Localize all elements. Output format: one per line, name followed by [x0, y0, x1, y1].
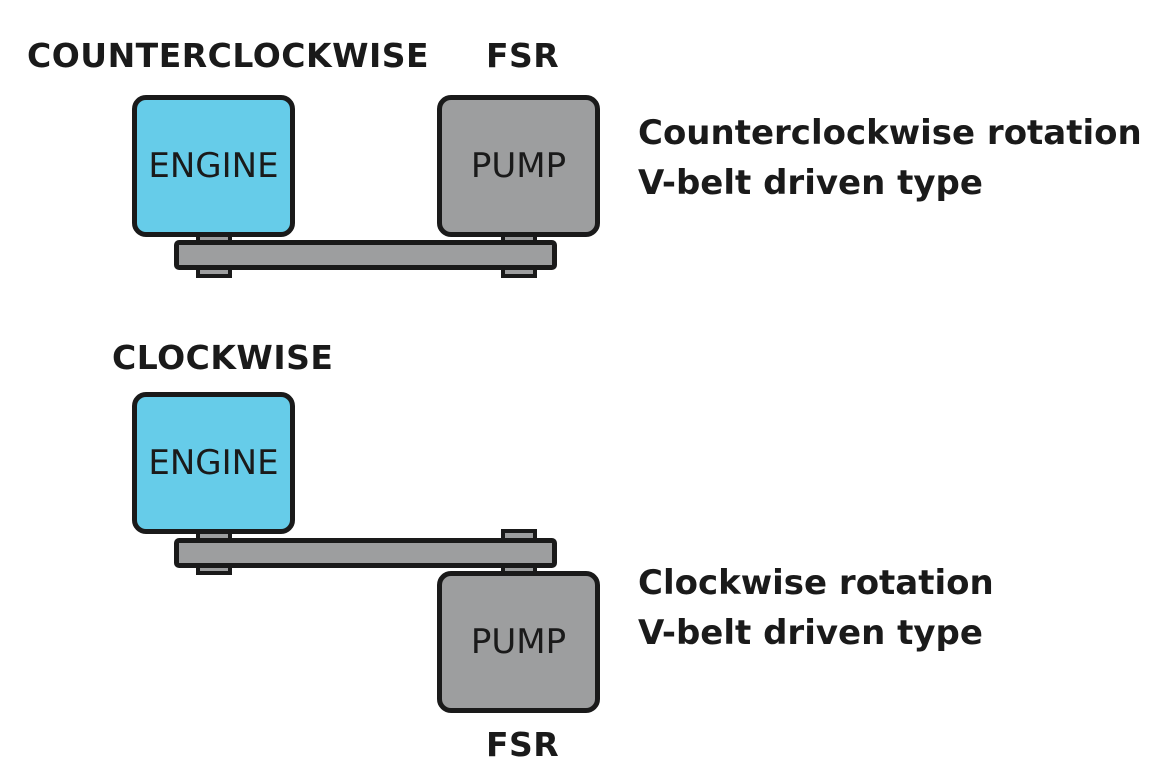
cw-pump-box: PUMP: [437, 571, 600, 713]
ccw-description-line2: V-belt driven type: [638, 163, 983, 203]
ccw-engine-label: ENGINE: [148, 146, 279, 186]
ccw-description: Counterclockwise rotation V-belt driven …: [638, 108, 1142, 208]
cw-description-line2: V-belt driven type: [638, 613, 983, 653]
ccw-heading: COUNTERCLOCKWISE: [27, 36, 430, 75]
ccw-engine-box: ENGINE: [132, 95, 295, 237]
cw-v-belt: [174, 538, 557, 568]
cw-pump-label: PUMP: [470, 622, 567, 662]
ccw-description-line1: Counterclockwise rotation: [638, 113, 1142, 153]
cw-pump-caption: FSR: [486, 725, 560, 764]
cw-engine-box: ENGINE: [132, 392, 295, 534]
ccw-pump-label: PUMP: [470, 146, 567, 186]
ccw-pump-caption: FSR: [486, 36, 560, 75]
ccw-pump-box: PUMP: [437, 95, 600, 237]
ccw-v-belt: [174, 240, 557, 270]
cw-description: Clockwise rotation V-belt driven type: [638, 558, 994, 658]
cw-description-line1: Clockwise rotation: [638, 563, 994, 603]
cw-engine-label: ENGINE: [148, 443, 279, 483]
cw-heading: CLOCKWISE: [112, 338, 334, 377]
